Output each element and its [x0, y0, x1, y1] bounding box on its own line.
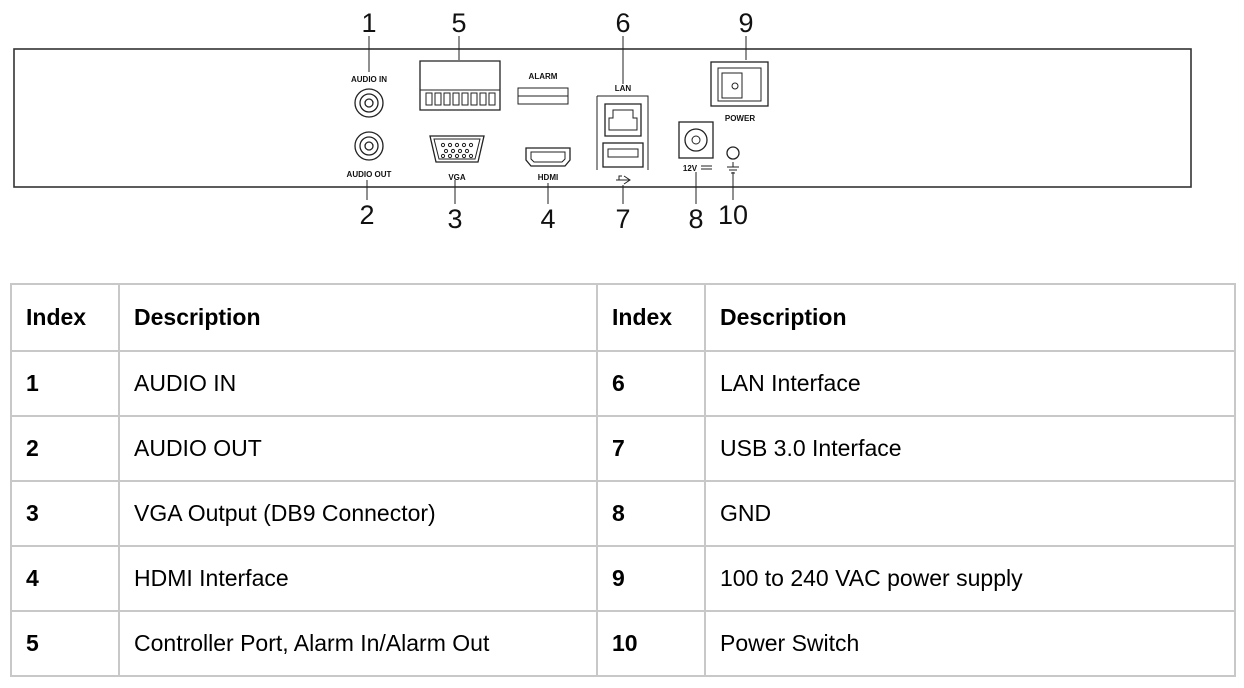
right-description: GND: [704, 480, 1236, 547]
table-row: 1 AUDIO IN 6 LAN Interface: [10, 350, 1236, 417]
vga-pin: [468, 142, 474, 148]
vga-pin: [443, 148, 449, 154]
right-index: 9: [596, 545, 706, 612]
callout-8: 8: [688, 204, 703, 234]
right-description: 100 to 240 VAC power supply: [704, 545, 1236, 612]
callout-3: 3: [447, 204, 462, 234]
left-description: AUDIO IN: [118, 350, 598, 417]
hdmi-connector: HDMI: [525, 147, 571, 182]
terminal-pin: [425, 92, 433, 106]
table-row: 3 VGA Output (DB9 Connector) 8 GND: [10, 480, 1236, 547]
callout-2: 2: [359, 200, 374, 230]
right-index: 7: [596, 415, 706, 482]
audio-out-connector: AUDIO OUT: [347, 131, 392, 179]
rear-panel-svg: 1 5 6 9 2 3 4 7 8 10 AUDIO IN AUDIO OUT: [13, 8, 1192, 234]
ground-terminal: [726, 146, 740, 174]
header-index-right: Index: [596, 283, 706, 352]
right-description: Power Switch: [704, 610, 1236, 677]
left-description: Controller Port, Alarm In/Alarm Out: [118, 610, 598, 677]
audio-in-connector: AUDIO IN: [351, 75, 387, 118]
terminal-pin: [488, 92, 496, 106]
left-index: 3: [10, 480, 120, 547]
terminal-pin: [443, 92, 451, 106]
terminal-pin: [434, 92, 442, 106]
table-row: 5 Controller Port, Alarm In/Alarm Out 10…: [10, 610, 1236, 677]
callout-10: 10: [718, 200, 748, 230]
callout-4: 4: [540, 204, 555, 234]
dc-power-connector: 12V: [678, 121, 714, 173]
left-index: 5: [10, 610, 120, 677]
callout-1: 1: [361, 8, 376, 38]
right-index: 8: [596, 480, 706, 547]
vga-pin: [440, 142, 446, 148]
right-index: 10: [596, 610, 706, 677]
left-index: 1: [10, 350, 120, 417]
alarm-label-block: ALARM: [517, 72, 569, 105]
left-description: VGA Output (DB9 Connector): [118, 480, 598, 547]
vga-connector: VGA: [429, 135, 485, 182]
table-row: 4 HDMI Interface 9 100 to 240 VAC power …: [10, 545, 1236, 612]
callout-7: 7: [615, 204, 630, 234]
power-switch: POWER: [710, 61, 769, 123]
header-index-left: Index: [10, 283, 120, 352]
vga-pin: [447, 153, 453, 159]
right-description: LAN Interface: [704, 350, 1236, 417]
vga-pin: [454, 142, 460, 148]
vga-pin: [457, 148, 463, 154]
vga-pin: [468, 153, 474, 159]
svg-text:ALARM: ALARM: [529, 72, 558, 81]
left-index: 2: [10, 415, 120, 482]
right-description: USB 3.0 Interface: [704, 415, 1236, 482]
terminal-pin: [461, 92, 469, 106]
left-description: HDMI Interface: [118, 545, 598, 612]
table-row: 2 AUDIO OUT 7 USB 3.0 Interface: [10, 415, 1236, 482]
vga-pin: [461, 153, 467, 159]
callout-6: 6: [615, 8, 630, 38]
alarm-terminal-block: [419, 60, 501, 111]
left-description: AUDIO OUT: [118, 415, 598, 482]
vga-pin: [464, 148, 470, 154]
vga-pin: [440, 153, 446, 159]
table-header-row: Index Description Index Description: [10, 283, 1236, 352]
left-index: 4: [10, 545, 120, 612]
header-description-left: Description: [118, 283, 598, 352]
vga-pin: [447, 142, 453, 148]
terminal-pin: [452, 92, 460, 106]
svg-text:HDMI: HDMI: [538, 173, 558, 182]
rear-panel-diagram: 1 5 6 9 2 3 4 7 8 10 AUDIO IN AUDIO OUT: [0, 0, 1244, 250]
right-index: 6: [596, 350, 706, 417]
svg-text:POWER: POWER: [725, 114, 755, 123]
vga-pin: [454, 153, 460, 159]
svg-text:12V: 12V: [683, 164, 698, 173]
callout-5: 5: [451, 8, 466, 38]
vga-pin: [461, 142, 467, 148]
terminal-pin: [470, 92, 478, 106]
svg-text:AUDIO OUT: AUDIO OUT: [347, 170, 392, 179]
terminal-pin: [479, 92, 487, 106]
lan-connector: LAN: [596, 84, 649, 170]
usb-connector: [602, 142, 644, 185]
svg-text:VGA: VGA: [448, 173, 466, 182]
header-description-right: Description: [704, 283, 1236, 352]
svg-text:LAN: LAN: [615, 84, 632, 93]
callout-9: 9: [738, 8, 753, 38]
leader-lines: [366, 36, 747, 204]
port-index-table: Index Description Index Description 1 AU…: [10, 283, 1236, 677]
svg-text:AUDIO IN: AUDIO IN: [351, 75, 387, 84]
vga-pin: [450, 148, 456, 154]
